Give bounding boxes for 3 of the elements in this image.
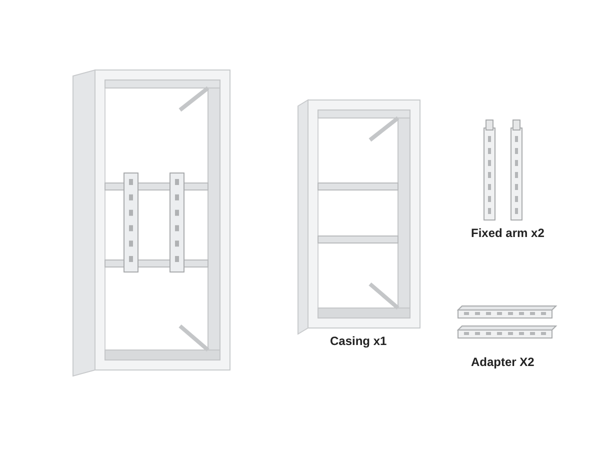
part-caption: Adapter X2 (471, 355, 534, 369)
part-caption: Fixed arm x2 (471, 226, 544, 240)
part-caption: Casing x1 (330, 334, 387, 348)
